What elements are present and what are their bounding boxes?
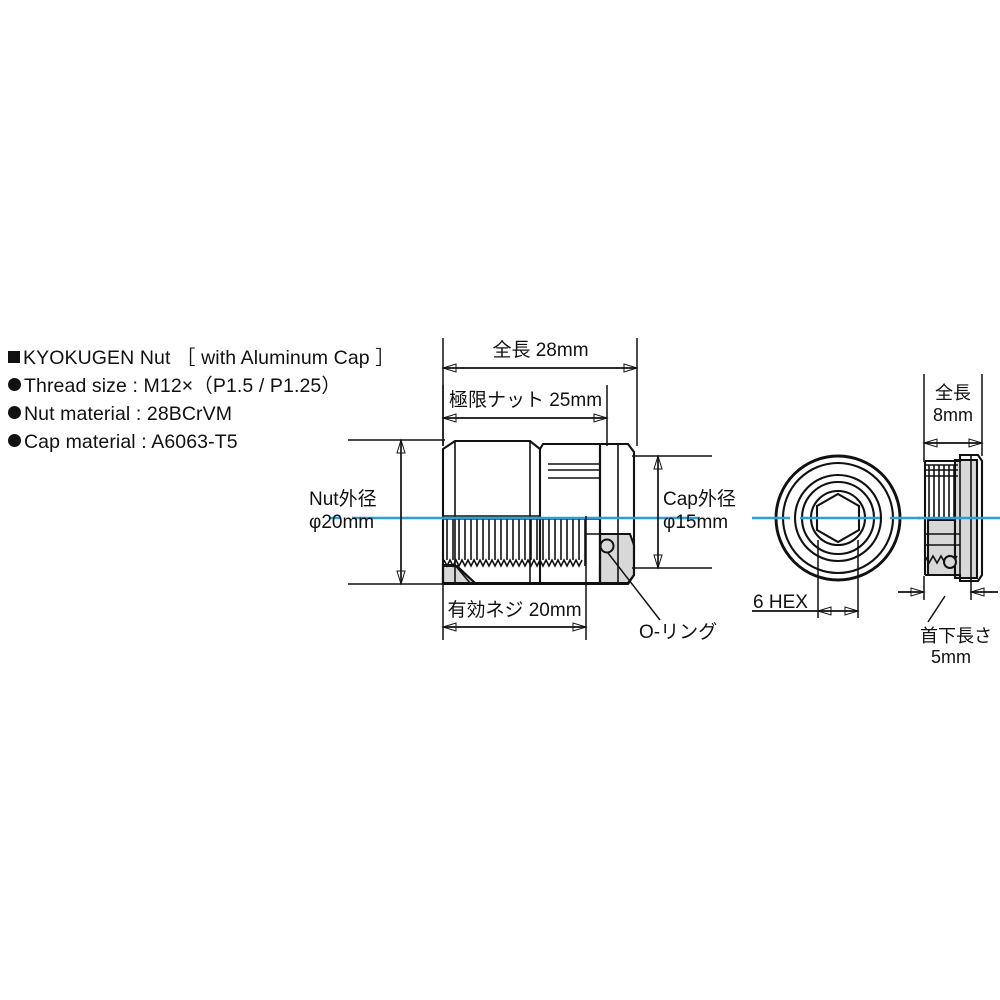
o-ring-leader-line: [607, 552, 661, 621]
label-neck-length-line1: 首下長さ: [920, 626, 992, 646]
nut-front-view: [752, 454, 920, 618]
nut-cross-section-view: [330, 338, 712, 640]
nut-body-outline: [441, 439, 542, 583]
label-nut-length: 極限ナット 25mm: [448, 390, 603, 411]
spec-row-thread-size: Thread size : M12×（P1.5 / P1.25）: [8, 372, 428, 400]
label-nut-outer-diameter-line1: Nut外径: [309, 489, 377, 510]
internal-thread-profile: [443, 518, 585, 568]
label-neck-length-line2: 5mm: [931, 647, 971, 667]
front-middle-circle: [793, 473, 883, 563]
spec-thread-size-label: Thread size : M12×（P1.5 / P1.25）: [24, 375, 341, 397]
spec-heading-label: KYOKUGEN Nut ［ with Aluminum Cap ］: [23, 347, 395, 369]
cap-side-detail-view: [898, 374, 1000, 623]
spec-row-cap-material: Cap material : A6063-T5: [8, 428, 428, 456]
dim-cap-overall-length: [922, 374, 984, 462]
label-cap-outer-diameter-line1: Cap外径: [663, 489, 736, 510]
hex-socket-polygon: [815, 492, 861, 544]
label-effective-thread: 有効ネジ 20mm: [447, 600, 582, 621]
circle-bullet-icon: [8, 434, 21, 447]
cap-detail-o-ring: [943, 555, 957, 569]
nut-seat-cone: [454, 564, 471, 584]
spec-nut-material-label: Nut material : 28BCrVM: [24, 403, 233, 425]
label-cap-overall-line1: 全長: [935, 383, 971, 403]
label-o-ring: O-リング: [639, 622, 718, 643]
spec-row-nut-material: Nut material : 28BCrVM: [8, 400, 428, 428]
label-nut-outer-diameter-line2: φ20mm: [309, 512, 375, 533]
dim-neck-length: [898, 576, 998, 623]
aluminum-cap-outline: [600, 442, 636, 586]
circle-bullet-icon: [8, 378, 21, 391]
nut-chamfer-line: [442, 440, 456, 450]
nut-chamfer-line-2: [529, 440, 541, 450]
spec-row-heading: KYOKUGEN Nut ［ with Aluminum Cap ］: [8, 344, 428, 372]
cap-detail-thread-lines: [926, 464, 958, 518]
dim-nut-length: [441, 385, 609, 446]
dim-hex-size: [752, 606, 860, 616]
label-cap-overall-line2: 8mm: [933, 405, 973, 425]
label-overall-length: 全長 28mm: [492, 340, 589, 361]
dim-cap-outer-diameter: [632, 454, 712, 570]
square-bullet-icon: [8, 351, 20, 363]
spec-cap-material-label: Cap material : A6063-T5: [24, 431, 238, 453]
nut-shank-outline: [539, 442, 602, 583]
dim-nut-outer-diameter: [348, 438, 445, 586]
dim-effective-thread: [441, 516, 588, 640]
label-cap-outer-diameter-line2: φ15mm: [663, 512, 729, 533]
nut-seat-outline: [441, 564, 600, 586]
label-hex-size: 6 HEX: [753, 592, 808, 613]
circle-bullet-icon: [8, 406, 21, 419]
specification-list: KYOKUGEN Nut ［ with Aluminum Cap ］ Threa…: [8, 344, 428, 456]
o-ring-circle: [599, 538, 615, 554]
